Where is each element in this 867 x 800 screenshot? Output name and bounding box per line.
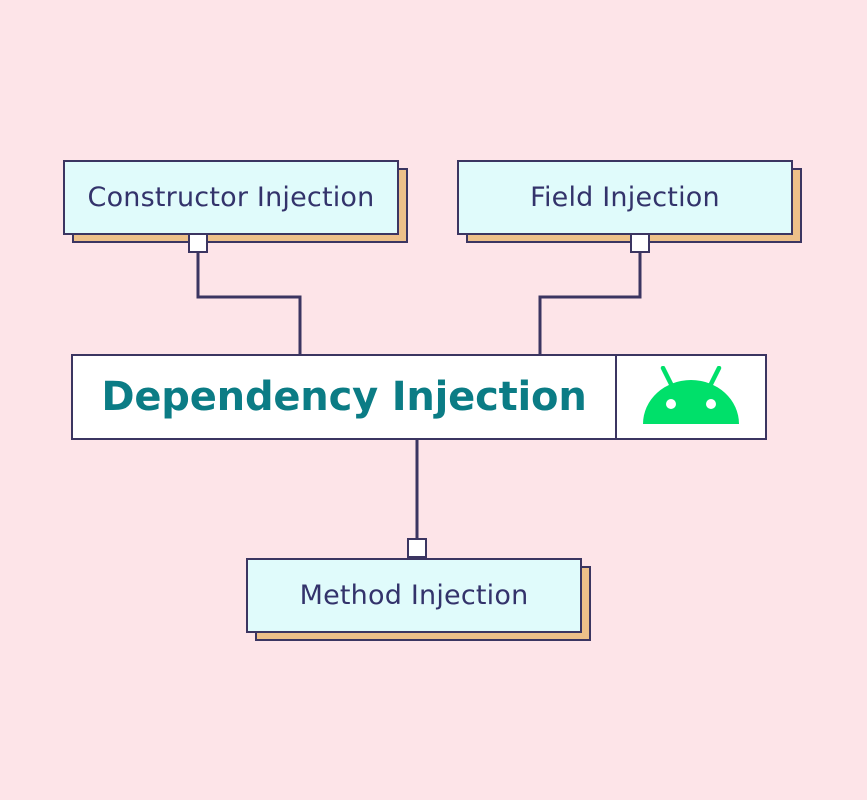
page-title: Dependency Injection — [101, 374, 587, 420]
node-constructor-injection[interactable]: Constructor Injection — [63, 160, 399, 235]
junction-constructor-injection — [188, 233, 208, 253]
connector-constructor-to-root — [196, 243, 302, 356]
node-field-injection[interactable]: Field Injection — [457, 160, 793, 235]
field-injection-label: Field Injection — [530, 182, 720, 213]
android-robot-icon — [643, 366, 739, 424]
connector-field-to-root — [538, 243, 642, 356]
root-icon-cell — [617, 356, 765, 438]
junction-field-injection — [630, 233, 650, 253]
node-dependency-injection[interactable]: Dependency Injection — [71, 354, 767, 440]
junction-method-injection — [407, 538, 427, 558]
root-title-cell: Dependency Injection — [73, 356, 617, 438]
constructor-injection-label: Constructor Injection — [87, 182, 375, 213]
node-method-injection[interactable]: Method Injection — [246, 558, 582, 633]
method-injection-label: Method Injection — [299, 580, 529, 611]
